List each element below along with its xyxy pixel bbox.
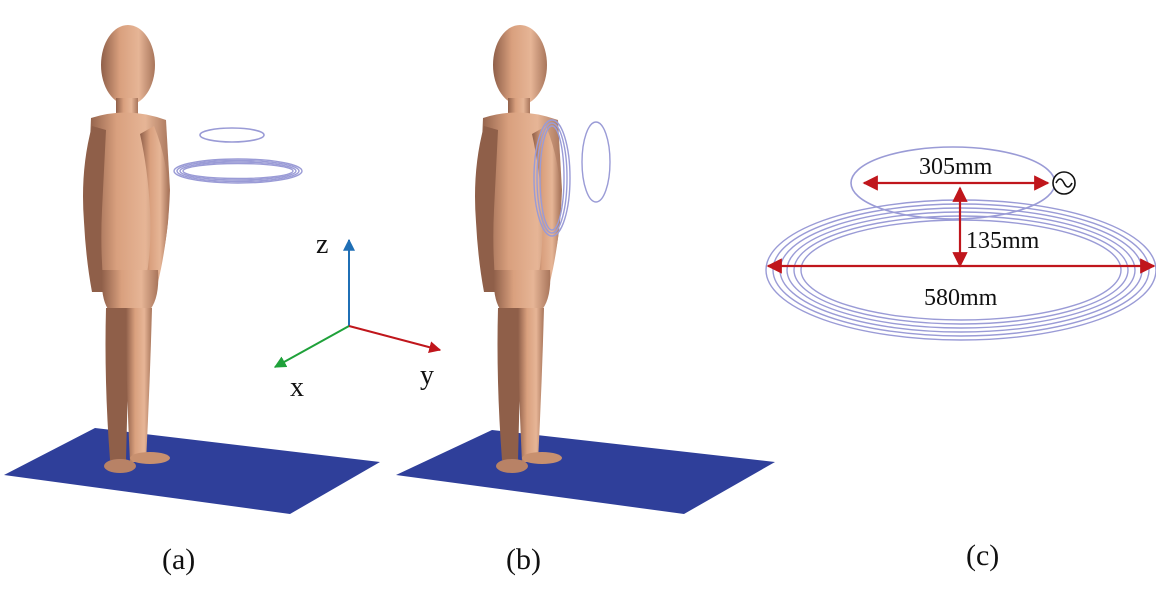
caption-a: (a): [162, 543, 196, 576]
z-axis-label: z: [316, 229, 328, 260]
caption-b: (b): [506, 543, 541, 576]
ground-plane-a: [4, 428, 380, 514]
vertical-coils-b: [533, 119, 611, 237]
caption-c: (c): [966, 539, 1000, 572]
ac-source-icon: [1052, 171, 1076, 195]
axis-triad: z x y: [273, 229, 442, 403]
y-axis-arrow: [348, 325, 442, 354]
coil-separation-label: 135mm: [966, 228, 1040, 254]
x-axis-arrow: [273, 325, 350, 368]
small-coil-diameter-label: 305mm: [919, 154, 993, 180]
small-coil-a: [199, 127, 265, 143]
large-coil-diameter-label: 580mm: [924, 285, 998, 311]
large-coil-a: [173, 158, 303, 184]
ground-plane-b: [396, 430, 775, 514]
panel-a: [4, 25, 380, 514]
human-model-b: [475, 25, 562, 473]
panel-b: [396, 25, 775, 514]
panel-c: 305mm 135mm 580mm: [765, 146, 1156, 341]
x-axis-label: x: [290, 372, 304, 403]
y-axis-label: y: [420, 360, 434, 391]
human-model-a: [83, 25, 170, 473]
